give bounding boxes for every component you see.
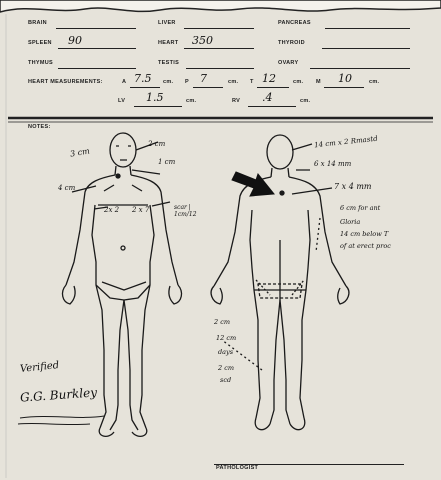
label-pathologist: PATHOLOGIST [216,465,258,471]
pathologist-signature-line [214,464,404,465]
